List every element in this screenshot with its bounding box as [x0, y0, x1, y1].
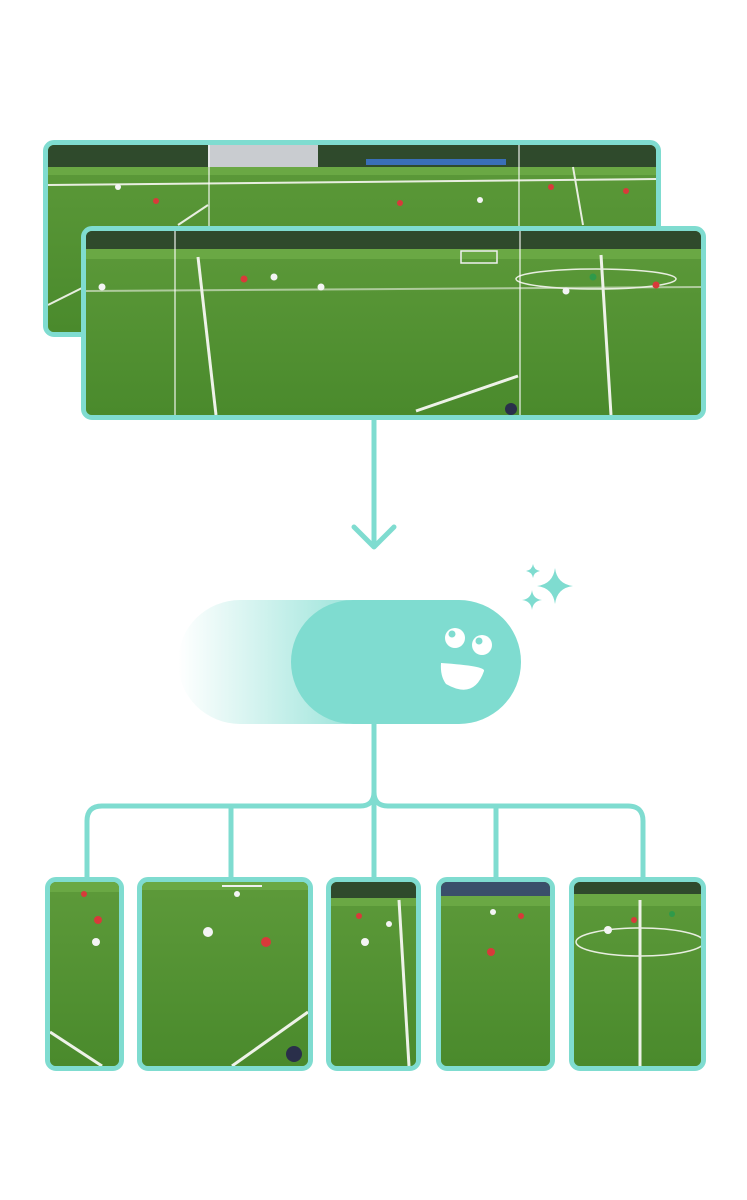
output-clip-5 — [569, 877, 706, 1071]
soccer-field-photo — [574, 882, 701, 1066]
stitch-seam — [174, 231, 176, 415]
stitch-seam — [519, 231, 521, 415]
output-clip-1 — [45, 877, 124, 1071]
arrow-down-icon — [351, 524, 397, 550]
soccer-field-photo — [86, 231, 701, 415]
panorama-front — [81, 226, 706, 420]
output-clip-3 — [326, 877, 421, 1071]
output-clip-2 — [137, 877, 313, 1071]
sparkle-icon — [522, 564, 573, 610]
soccer-field-photo — [441, 882, 550, 1066]
soccer-field-photo — [331, 882, 416, 1066]
output-clip-4 — [436, 877, 555, 1071]
smiling-pill-mascot-icon — [440, 628, 492, 690]
branch-connectors — [84, 724, 646, 880]
soccer-field-photo — [50, 882, 119, 1066]
soccer-field-photo — [142, 882, 308, 1066]
processor-pill — [291, 600, 521, 724]
